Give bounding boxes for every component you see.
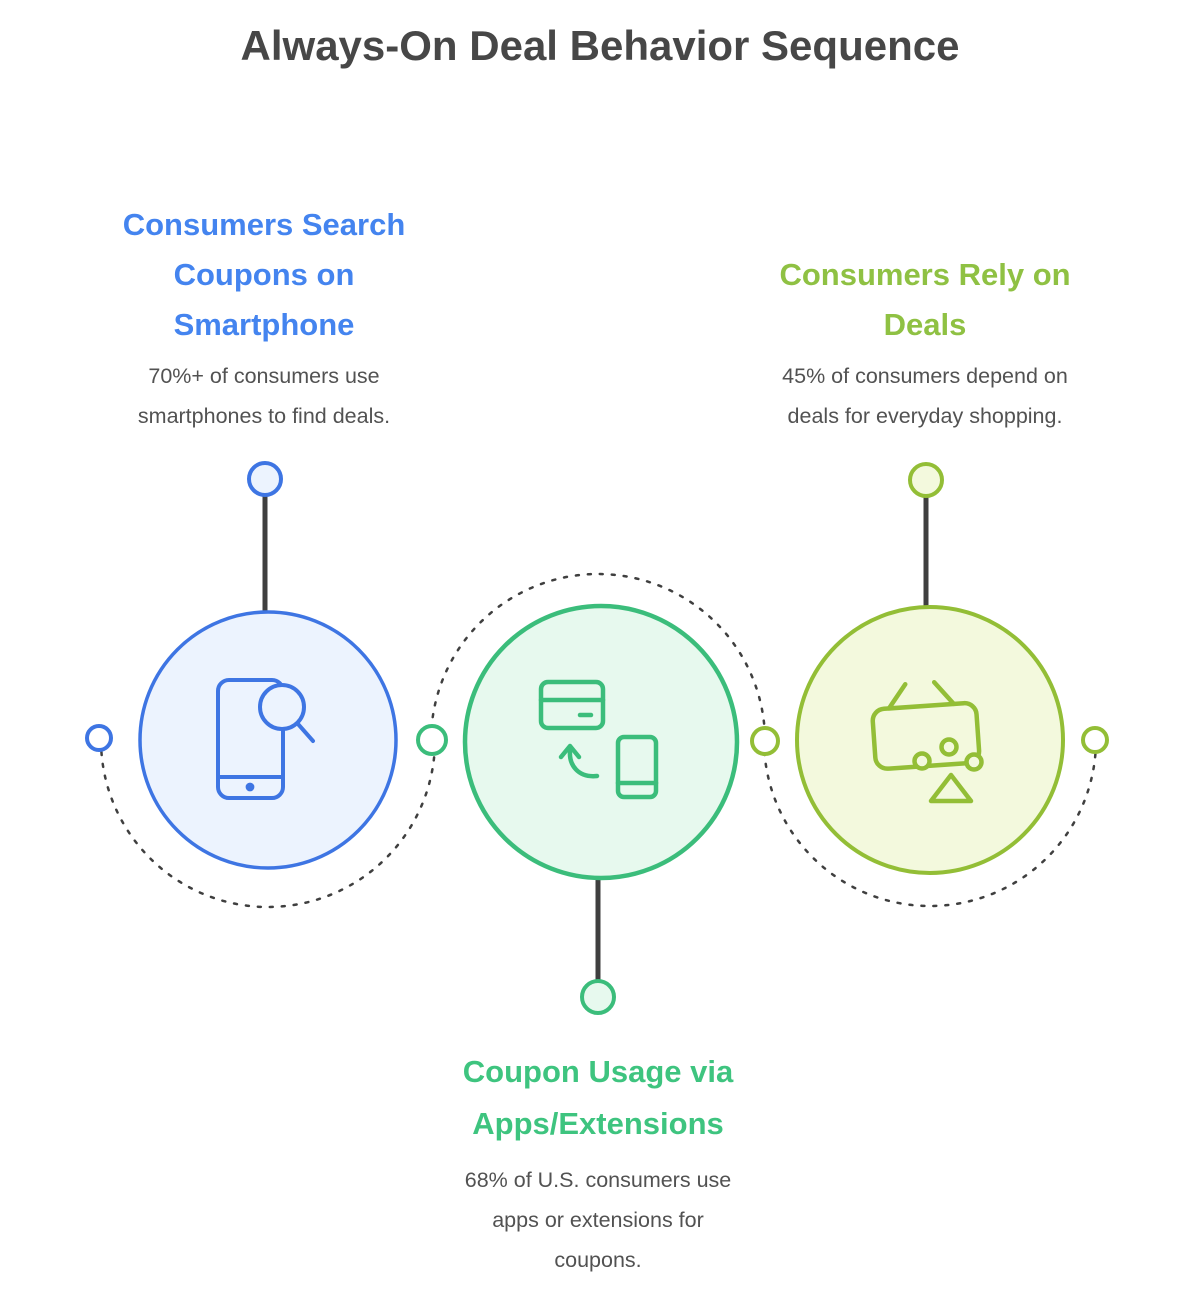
smartphone-search-icon — [216, 678, 315, 800]
step3-description: 45% of consumers depend on deals for eve… — [782, 364, 1068, 428]
item-triangle — [928, 772, 974, 804]
step2-heading: Coupon Usage via Apps/Extensions — [462, 1054, 734, 1141]
node-dot-between-1-2 — [416, 724, 448, 756]
phone-body — [615, 734, 659, 800]
dashed-arc-step1 — [99, 738, 437, 909]
item-dot-1 — [939, 737, 959, 757]
item-dot-2 — [912, 751, 932, 771]
step2-circle — [462, 603, 740, 881]
magnifier-handle — [296, 722, 315, 743]
credit-card — [538, 679, 606, 731]
step3-circle — [795, 605, 1065, 875]
orbit-node-dots — [85, 461, 1109, 1015]
page-title: Always-On Deal Behavior Sequence — [240, 22, 960, 69]
basket-handle-left — [886, 681, 908, 711]
node-dot-step1-top — [247, 461, 283, 497]
node-dot-step3-top — [908, 462, 944, 498]
node-dot-step2-bottom — [580, 979, 616, 1015]
node-dot-right-edge — [1081, 726, 1109, 754]
connector-stems — [262, 495, 929, 982]
step1-description: 70%+ of consumers use smartphones to fin… — [137, 364, 391, 428]
basket-handle-right — [931, 679, 957, 707]
transfer-arrow-curve — [567, 748, 600, 779]
step1-heading: Consumers Search Coupons on Smartphone — [122, 207, 406, 342]
step1-circle — [138, 610, 398, 870]
magnifier-lens — [258, 683, 306, 731]
dashed-arc-step2 — [429, 572, 767, 743]
phone-home-dot — [245, 782, 255, 792]
dashed-orbit-arcs — [99, 572, 1098, 909]
node-dot-between-2-3 — [750, 726, 780, 756]
item-dot-3 — [964, 752, 984, 772]
card-to-phone-transfer-icon — [538, 679, 659, 800]
node-dot-left-edge — [85, 724, 113, 752]
step2-description: 68% of U.S. consumers use apps or extens… — [464, 1168, 732, 1272]
step3-heading: Consumers Rely on Deals — [779, 257, 1071, 342]
shopping-basket-icon — [870, 679, 984, 804]
transfer-arrow-head — [558, 743, 582, 760]
phone-body — [216, 678, 285, 800]
